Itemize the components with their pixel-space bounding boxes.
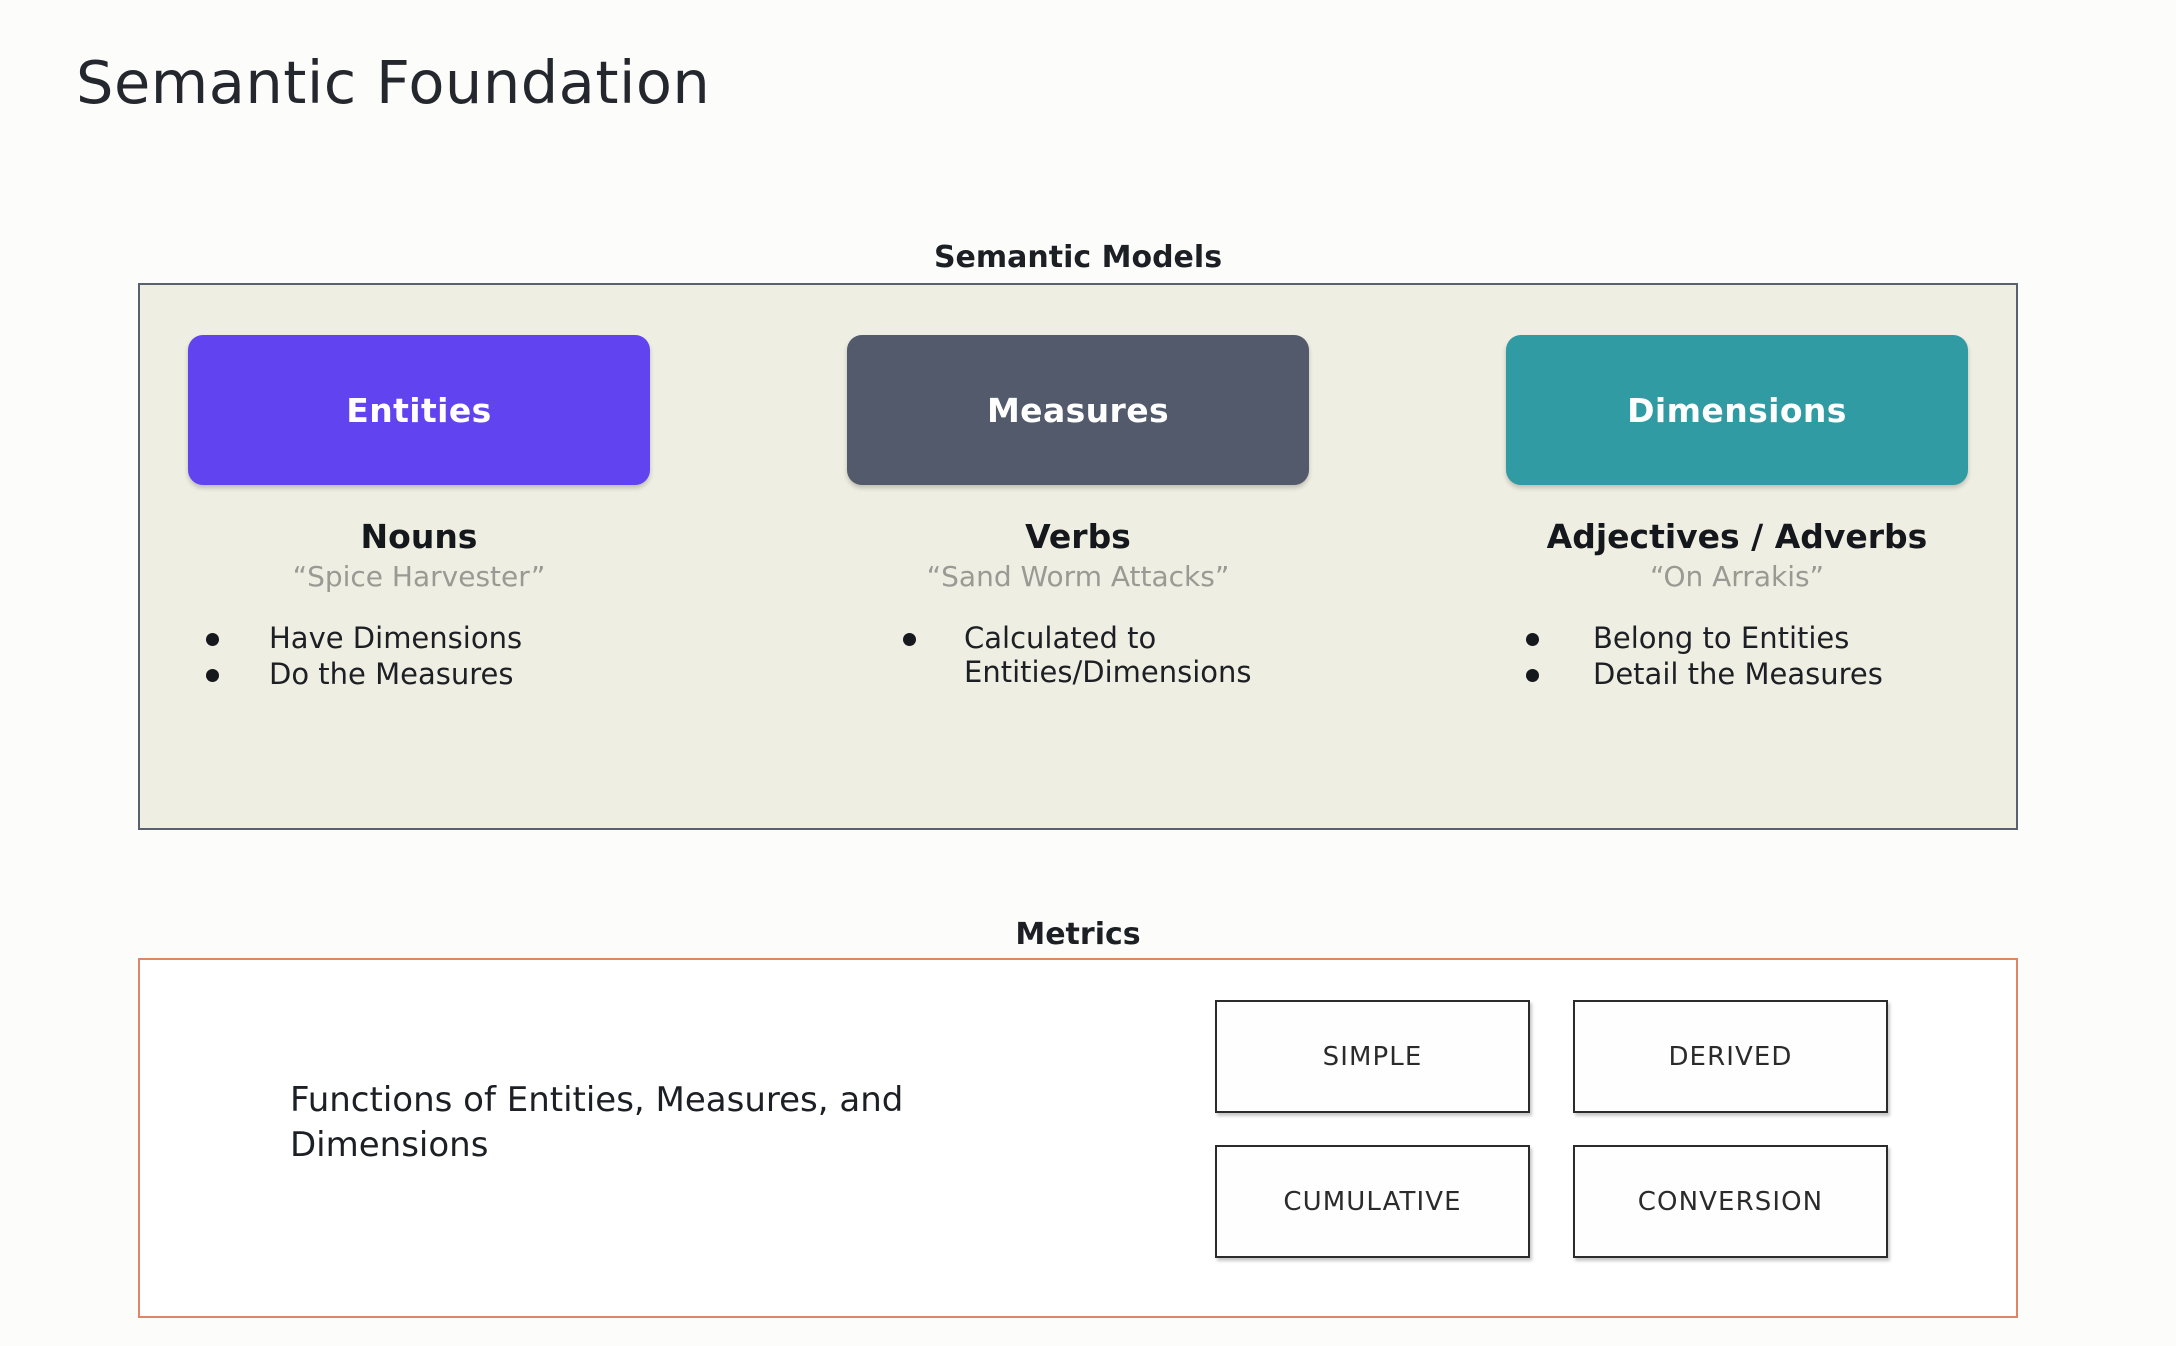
list-item: Have Dimensions: [188, 621, 522, 655]
measures-example: “Sand Worm Attacks”: [926, 559, 1230, 593]
bullet-dot-icon: [1526, 632, 1539, 646]
metric-type-grid: SIMPLE DERIVED CUMULATIVE CONVERSION: [1215, 1000, 1905, 1258]
entities-example: “Spice Harvester”: [292, 559, 546, 593]
dimensions-bullet-0: Belong to Entities: [1593, 620, 1850, 655]
dimensions-part-of-speech: Adjectives / Adverbs: [1546, 517, 1928, 556]
dimensions-pill[interactable]: Dimensions: [1506, 335, 1968, 485]
bullet-dot-icon: [206, 632, 219, 646]
entities-part-of-speech: Nouns: [360, 517, 478, 556]
bullet-dot-icon: [1526, 669, 1539, 683]
measures-part-of-speech: Verbs: [1025, 517, 1131, 556]
dimensions-bullet-1: Detail the Measures: [1593, 657, 1883, 692]
semantic-column-dimensions: Dimensions Adjectives / Adverbs “On Arra…: [1506, 335, 1968, 693]
metric-type-conversion[interactable]: CONVERSION: [1573, 1145, 1888, 1258]
measures-bullet-0: Calculated to Entities/Dimensions: [964, 620, 1252, 690]
list-item: Do the Measures: [188, 657, 513, 691]
entities-pill[interactable]: Entities: [188, 335, 650, 485]
semantic-column-measures: Measures Verbs “Sand Worm Attacks” Calcu…: [847, 335, 1309, 691]
bullet-dot-icon: [903, 632, 916, 646]
metric-type-derived[interactable]: DERIVED: [1573, 1000, 1888, 1113]
semantic-models-header: Semantic Models: [933, 240, 1223, 275]
bullet-dot-icon: [206, 669, 219, 683]
list-item: Belong to Entities: [1506, 621, 1849, 655]
metric-type-cumulative[interactable]: CUMULATIVE: [1215, 1145, 1530, 1258]
entities-bullet-list: Have Dimensions Do the Measures: [188, 621, 650, 693]
metrics-panel: Functions of Entities, Measures, and Dim…: [138, 958, 2018, 1318]
semantic-models-columns: Entities Nouns “Spice Harvester” Have Di…: [140, 285, 2016, 828]
semantic-column-entities: Entities Nouns “Spice Harvester” Have Di…: [188, 335, 650, 693]
measures-pill[interactable]: Measures: [847, 335, 1309, 485]
semantic-models-panel: Entities Nouns “Spice Harvester” Have Di…: [138, 283, 2018, 830]
list-item: Detail the Measures: [1506, 657, 1883, 691]
metrics-description: Functions of Entities, Measures, and Dim…: [290, 1080, 904, 1165]
entities-bullet-0: Have Dimensions: [269, 620, 523, 655]
metric-type-simple[interactable]: SIMPLE: [1215, 1000, 1530, 1113]
dimensions-example: “On Arrakis”: [1649, 559, 1825, 593]
list-item: Calculated to Entities/Dimensions: [847, 621, 1309, 689]
page-title: Semantic Foundation: [76, 48, 711, 117]
dimensions-bullet-list: Belong to Entities Detail the Measures: [1506, 621, 1968, 693]
metrics-header: Metrics: [1015, 917, 1141, 952]
measures-bullet-list: Calculated to Entities/Dimensions: [847, 621, 1309, 691]
entities-bullet-1: Do the Measures: [269, 657, 514, 692]
